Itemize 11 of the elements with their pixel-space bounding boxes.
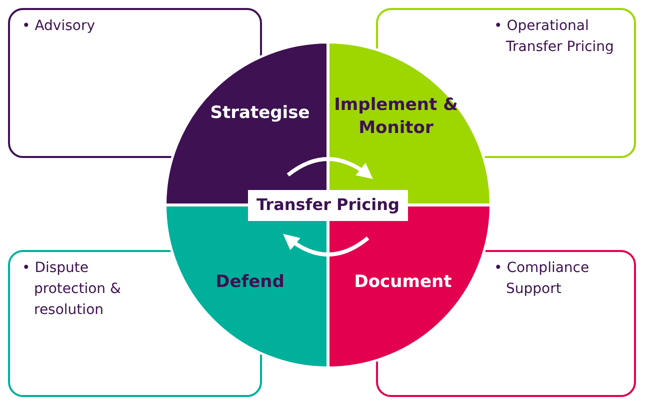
center-label: Transfer Pricing [248, 190, 408, 221]
bullet-item: • Dispute protection & resolution [22, 259, 122, 320]
segment-title: Strategise [209, 102, 311, 125]
bullet-item: • Operational Transfer Pricing [494, 17, 615, 57]
segment-title: Defend [214, 271, 286, 294]
bullet-item: • Compliance Support [494, 259, 590, 299]
segment-title: Document [353, 271, 453, 294]
bullet-item: • Advisory [22, 17, 96, 36]
curved-arrow [282, 234, 370, 256]
segment-title: Implement & Monitor [333, 94, 459, 140]
curved-arrow [286, 157, 374, 179]
